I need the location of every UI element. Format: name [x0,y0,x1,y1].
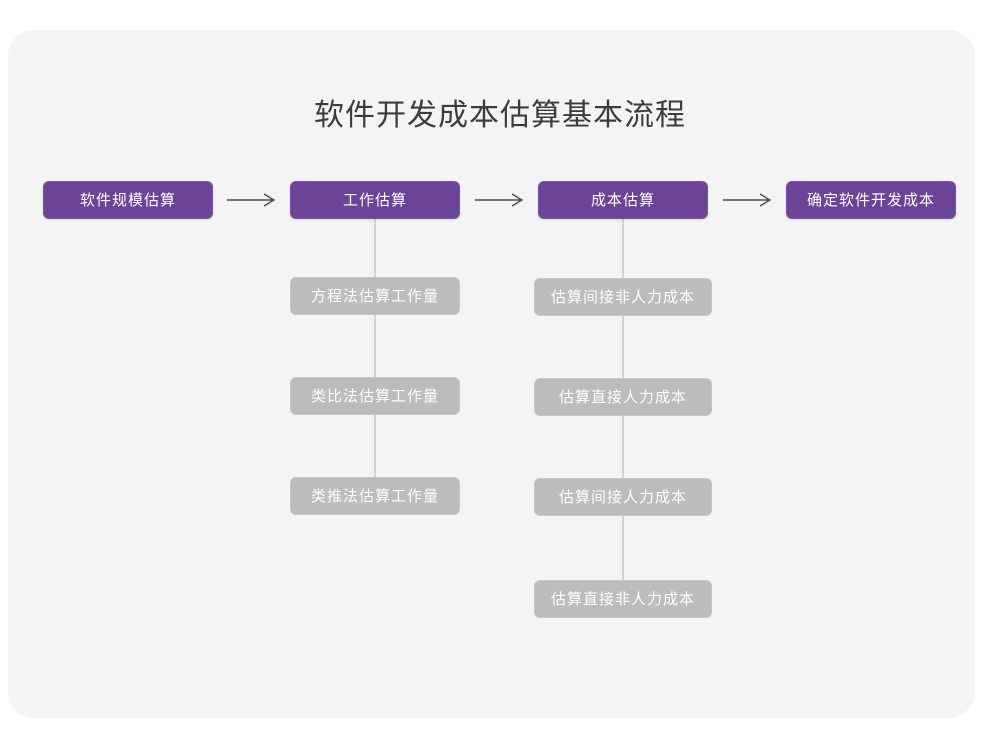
node-label: 确定软件开发成本 [806,191,935,209]
arrow-right-icon-2 [472,188,528,212]
substep-node-indirect-labor-cost[interactable]: 估算间接人力成本 [534,478,712,516]
substep-node-analogy-method-workload[interactable]: 类比法估算工作量 [290,377,460,415]
node-label: 成本估算 [590,191,655,209]
substep-node-direct-labor-cost[interactable]: 估算直接人力成本 [534,378,712,416]
node-label: 估算直接非人力成本 [550,590,695,608]
substep-node-indirect-nonlabor-cost[interactable]: 估算间接非人力成本 [534,278,712,316]
substep-node-direct-nonlabor-cost[interactable]: 估算直接非人力成本 [534,580,712,618]
stage-node-work-estimation[interactable]: 工作估算 [290,181,460,219]
node-label: 估算间接非人力成本 [550,288,695,306]
arrow-right-icon-1 [224,188,280,212]
node-label: 估算直接人力成本 [558,388,687,406]
stage-node-determine-development-cost[interactable]: 确定软件开发成本 [786,181,956,219]
node-label: 估算间接人力成本 [558,488,687,506]
diagram-card-background [8,30,975,718]
node-label: 方程法估算工作量 [310,287,439,305]
node-label: 工作估算 [342,191,407,209]
substep-node-equation-method-workload[interactable]: 方程法估算工作量 [290,277,460,315]
node-label: 软件规模估算 [79,191,176,209]
node-label: 类推法估算工作量 [310,487,439,505]
connector-line-stage-2 [374,219,376,497]
node-label: 类比法估算工作量 [310,387,439,405]
arrow-right-icon-3 [720,188,776,212]
stage-node-software-size-estimation[interactable]: 软件规模估算 [43,181,213,219]
page-title: 软件开发成本估算基本流程 [314,99,686,132]
substep-node-inference-method-workload[interactable]: 类推法估算工作量 [290,477,460,515]
stage-node-cost-estimation[interactable]: 成本估算 [538,181,708,219]
